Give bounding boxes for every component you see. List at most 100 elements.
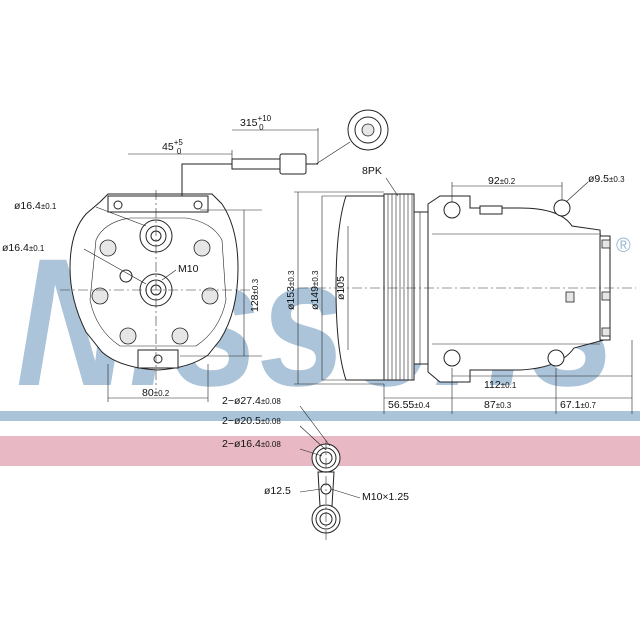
leader-belt	[385, 177, 399, 197]
dim-pulley-pitch-tol: ±0.3	[311, 270, 320, 286]
label-belt-8pk: 8PK	[362, 165, 382, 177]
leader-fitting-center-hole	[299, 488, 322, 493]
body-top-lug	[479, 205, 503, 215]
body-side-bolt-top	[601, 239, 611, 249]
label-port-upper-base: ø16.4	[14, 200, 41, 212]
body-side-bolt-mid	[601, 291, 611, 301]
dim-fitting-d2-tol: ±0.08	[261, 417, 282, 426]
dim-len-body-tol: ±0.3	[496, 401, 512, 410]
side-view: 8PK ø153±0.3 ø149±0.3 ø105 92±0.2 ø9.5±0…	[285, 165, 636, 414]
connector-leader	[315, 141, 351, 165]
dim-len-body-base: 87	[484, 399, 496, 411]
dim-cable-315-base: 315	[240, 117, 258, 129]
dim-cable-45-base: 45	[162, 141, 174, 153]
body-mid-bolt	[565, 291, 575, 303]
dim-len-rear-base: 67.1	[560, 399, 581, 411]
dim-height-128: 128±0.3	[249, 278, 261, 312]
body-side-bolt-bottom	[601, 327, 611, 337]
front-bottom-hole	[153, 354, 163, 364]
dim-width-80: 80±0.2	[142, 387, 170, 399]
pulley-grooves	[383, 193, 415, 381]
pulley-groove-pattern	[387, 194, 413, 380]
dim-len-body: 87±0.3	[484, 399, 512, 411]
watermark-registered-mark: ®	[616, 235, 631, 257]
dim-fitting-d1: 2−ø27.4±0.08	[222, 395, 281, 407]
dim-mount-hole: ø9.5±0.3	[588, 173, 625, 185]
bolt	[119, 327, 137, 345]
front-bottom-ear	[137, 349, 179, 369]
leader-fitting-d2	[299, 425, 327, 451]
dim-cable-315-sub: 0	[259, 123, 264, 132]
dim-fitting-d2-base: 2−ø20.5	[222, 415, 261, 427]
label-port-upper-tol: ±0.1	[41, 202, 57, 211]
front-bolts	[91, 239, 219, 345]
dim-fitting-d3-tol: ±0.08	[261, 440, 282, 449]
pulley-groove-block	[383, 193, 415, 381]
dim-fitting-d1-tol: ±0.08	[261, 397, 282, 406]
front-flange-hole-right	[193, 200, 203, 210]
front-wire-lead	[181, 163, 232, 196]
dim-fitting-d3-base: 2−ø16.4	[222, 438, 261, 450]
leader-fitting-bolt	[330, 488, 361, 499]
front-flange-hole-left	[113, 200, 123, 210]
bolt	[201, 287, 219, 305]
dim-mount-spacing-base: 92	[488, 175, 500, 187]
dim-mount-hole-base: ø9.5	[588, 173, 609, 185]
label-port-upper: ø16.4±0.1	[14, 200, 57, 212]
leader-port-upper	[95, 206, 147, 227]
dim-cable-315-sup: +10	[258, 114, 272, 123]
dim-cable-45-sub: 0	[177, 147, 182, 156]
dim-height-tol: ±0.3	[251, 278, 260, 294]
body-mount-hole-top-left	[443, 201, 461, 219]
dim-len-pulley-base: 56.55	[388, 399, 414, 411]
dim-pulley-outer: ø153±0.3	[285, 270, 297, 310]
dim-mount-offset-base: 112	[484, 379, 501, 391]
dim-mount-spacing-tol: ±0.2	[500, 177, 516, 186]
body-mount-hole-bottom-right	[547, 349, 565, 367]
connector-end-ring	[354, 116, 382, 144]
blue-band	[0, 411, 640, 421]
body-mount-hole-top-right	[553, 199, 571, 217]
connector-end-pin	[361, 123, 375, 137]
dim-mount-offset-tol: ±0.1	[501, 381, 517, 390]
dim-len-rear-tol: ±0.7	[580, 401, 596, 410]
leader-fitting-d1	[299, 405, 331, 447]
front-top-flange	[107, 195, 209, 213]
dim-fitting-center-hole: ø12.5	[264, 485, 291, 497]
dim-height-base: 128	[249, 294, 261, 312]
dim-pulley-outer-tol: ±0.3	[287, 270, 296, 286]
dim-pulley-pitch: ø149±0.3	[309, 270, 321, 310]
dim-pulley-outer-base: ø153	[285, 286, 297, 310]
bolt	[193, 239, 211, 257]
fitting-detail: 2−ø27.4±0.08 2−ø20.5±0.08 2−ø16.4±0.08 ø…	[222, 395, 409, 540]
front-connector-plug	[279, 153, 307, 175]
bolt	[171, 327, 189, 345]
front-connector-small	[231, 158, 281, 170]
dim-cable-45-sup: +5	[174, 138, 184, 147]
dim-width-tol: ±0.2	[154, 389, 170, 398]
label-port-lower-base: ø16.4	[2, 242, 29, 254]
leader-mount-hole	[565, 181, 589, 203]
leader-port-lower	[83, 248, 147, 285]
dim-len-pulley: 56.55±0.4	[388, 399, 430, 411]
dim-mount-spacing: 92±0.2	[488, 175, 516, 187]
label-port-lower-tol: ±0.1	[29, 244, 45, 253]
label-thread-m10: M10	[178, 263, 199, 275]
label-port-lower: ø16.4±0.1	[2, 242, 45, 254]
dim-fitting-d2: 2−ø20.5±0.08	[222, 415, 281, 427]
dim-hub: ø105	[335, 276, 347, 300]
bolt	[91, 287, 109, 305]
connector-end-view	[315, 109, 389, 165]
bolt	[99, 239, 117, 257]
dim-pulley-pitch-base: ø149	[309, 286, 321, 310]
dim-len-rear: 67.1±0.7	[560, 399, 597, 411]
body-rib	[432, 233, 600, 345]
dim-mount-offset: 112±0.1	[484, 379, 517, 391]
leader-thread	[161, 269, 177, 281]
front-inner-plate	[89, 217, 227, 347]
dim-mount-hole-tol: ±0.3	[609, 175, 625, 184]
dim-fitting-d3: 2−ø16.4±0.08	[222, 438, 281, 450]
